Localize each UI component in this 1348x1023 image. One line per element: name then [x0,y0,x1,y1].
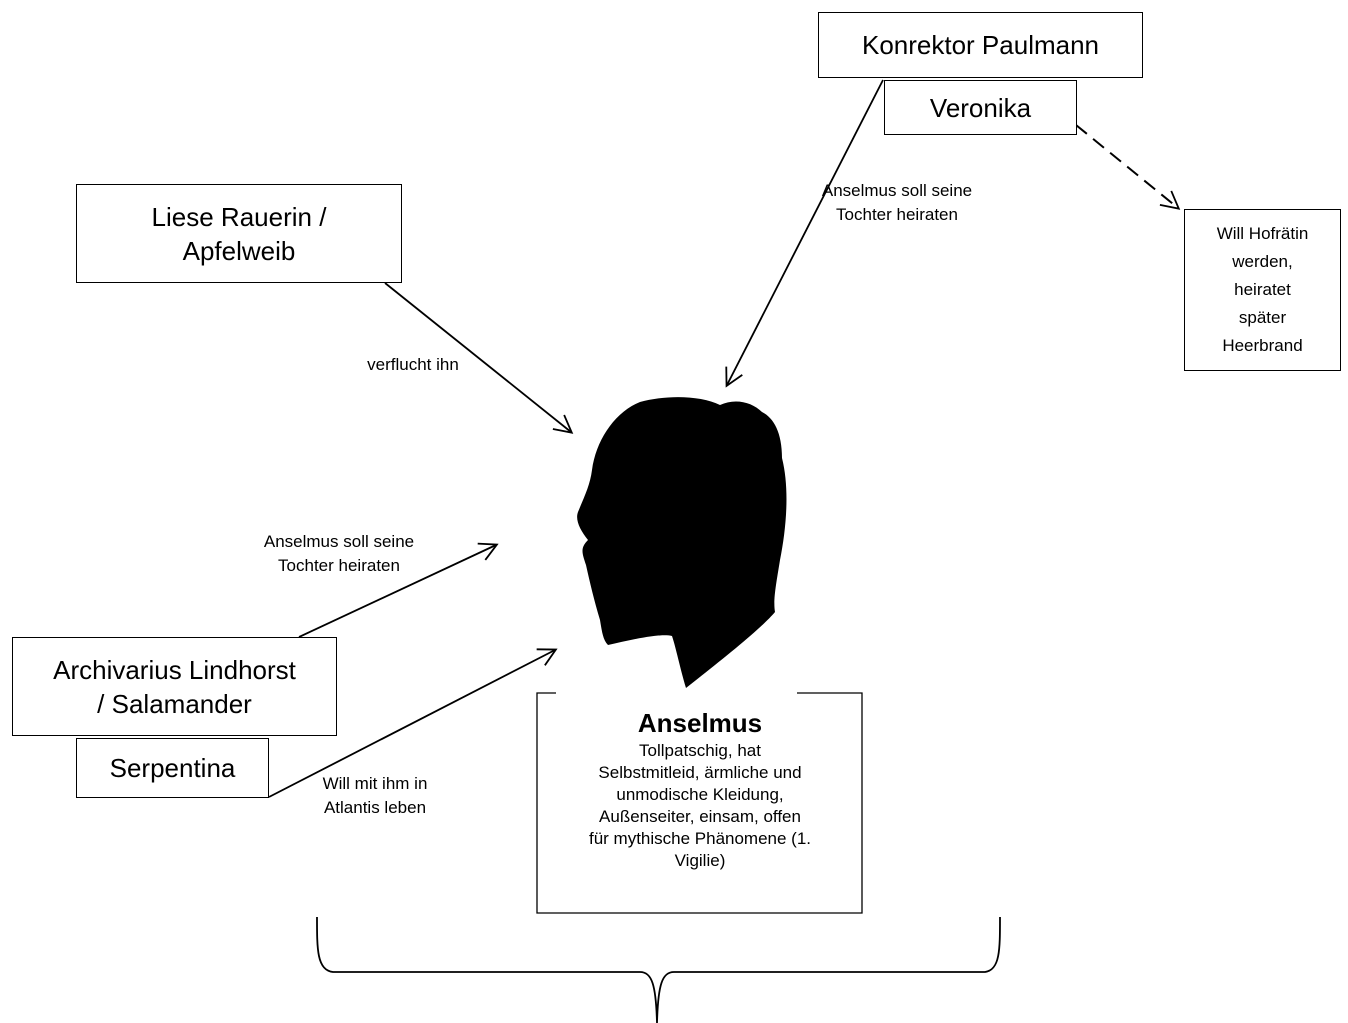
node-anselmus: Anselmus Tollpatschig, hat Selbstmitleid… [537,693,863,914]
node-veronika-label: Veronika [929,92,1032,123]
node-serpentina: Serpentina [76,738,269,798]
edge-label-serpentina: Will mit ihm in Atlantis leben [300,772,450,820]
arrow-lindhorst-to-anselmus [298,542,499,638]
edge-label-paulmann: Anselmus soll seine Tochter heiraten [797,179,997,227]
anselmus-description-line: Selbstmitleid, ärmliche und [598,763,802,782]
edge-label-line: Atlantis leben [323,798,427,817]
node-paulmann-label: Konrektor Paulmann [861,30,1100,60]
edge-label-line: Anselmus soll seine [263,532,415,551]
node-hofraetin-line: werden, [1232,252,1293,271]
node-paulmann: Konrektor Paulmann [818,12,1143,78]
node-liese-line: Apfelweib [182,235,296,266]
edge-label-line: Tochter heiraten [278,556,400,575]
node-liese-line: Liese Rauerin / [151,201,327,232]
node-hofraetin-line: Heerbrand [1222,336,1303,355]
node-lindhorst-line: / Salamander [97,688,252,719]
arrow-paulmann-to-anselmus [725,79,884,388]
arrow-serpentina-to-anselmus [268,648,558,798]
anselmus-box-frame [536,692,863,914]
node-serpentina-label: Serpentina [109,753,236,783]
edge-label-line: Tochter heiraten [836,205,958,224]
edge-label-line: Will mit ihm in [322,774,428,793]
node-lindhorst: Archivarius Lindhorst / Salamander [12,637,337,736]
edge-label-line: Anselmus soll seine [821,181,973,200]
anselmus-description-line: Vigilie) [674,851,726,870]
anselmus-name: Anselmus [637,708,763,738]
anselmus-description-line: Tollpatschig, hat [639,741,761,760]
arrow-liese-to-anselmus [384,282,574,434]
node-lindhorst-line: Archivarius Lindhorst [53,654,296,685]
node-veronika: Veronika [884,80,1077,135]
node-hofraetin-line: heiratet [1234,280,1291,299]
anselmus-description-line: für mythische Phänomene (1. [588,829,812,848]
anselmus-description: Tollpatschig, hat Selbstmitleid, ärmlich… [537,738,863,872]
head-silhouette-icon [577,397,787,688]
anselmus-description-line: unmodische Kleidung, [616,785,784,804]
edge-label-lindhorst: Anselmus soll seine Tochter heiraten [239,530,439,578]
node-liese: Liese Rauerin / Apfelweib [76,184,402,283]
curly-brace [316,916,1001,1023]
node-hofraetin-line: später [1238,308,1287,327]
node-hofraetin-line: Will Hofrätin [1216,224,1309,243]
node-hofraetin: Will Hofrätin werden, heiratet später He… [1184,209,1341,371]
edge-label-liese: verflucht ihn [367,355,459,374]
arrow-veronika-to-hofraetin [1075,124,1181,210]
anselmus-description-line: Außenseiter, einsam, offen [599,807,801,826]
